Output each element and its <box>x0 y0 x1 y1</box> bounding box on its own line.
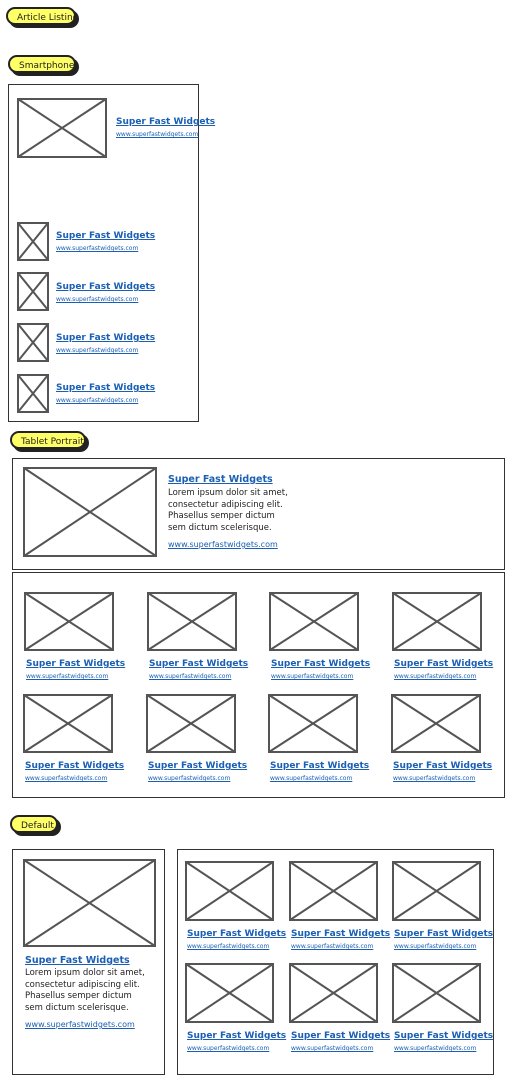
grid-image-placeholder <box>392 861 481 921</box>
grid-url-link[interactable]: www.superfastwidgets.com <box>291 1045 374 1052</box>
grid-title-link[interactable]: Super Fast Widgets <box>291 1031 391 1041</box>
grid-url-link[interactable]: www.superfastwidgets.com <box>270 775 353 782</box>
item-url-link[interactable]: www.superfastwidgets.com <box>56 245 139 252</box>
grid-image-placeholder <box>392 963 481 1023</box>
grid-url-link[interactable]: www.superfastwidgets.com <box>291 943 374 950</box>
grid-url-link[interactable]: www.superfastwidgets.com <box>394 943 477 950</box>
grid-url-link[interactable]: www.superfastwidgets.com <box>394 1045 477 1052</box>
featured-body-text: Lorem ipsum dolor sit amet, consectetur … <box>25 968 145 1013</box>
grid-title-link[interactable]: Super Fast Widgets <box>270 761 370 771</box>
grid-image-placeholder <box>185 861 274 921</box>
featured-title-link[interactable]: Super Fast Widgets <box>168 474 273 485</box>
featured-url-link[interactable]: www.superfastwidgets.com <box>116 131 199 138</box>
grid-title-link[interactable]: Super Fast Widgets <box>187 1031 287 1041</box>
featured-url-link[interactable]: www.superfastwidgets.com <box>25 1020 135 1029</box>
grid-url-link[interactable]: www.superfastwidgets.com <box>148 775 231 782</box>
item-title-link[interactable]: Super Fast Widgets <box>56 231 156 241</box>
grid-url-link[interactable]: www.superfastwidgets.com <box>187 943 270 950</box>
grid-title-link[interactable]: Super Fast Widgets <box>148 761 248 771</box>
item-url-link[interactable]: www.superfastwidgets.com <box>56 347 139 354</box>
tablet-portrait-label: Tablet Portrait <box>10 431 86 449</box>
item-url-link[interactable]: www.superfastwidgets.com <box>56 397 139 404</box>
grid-url-link[interactable]: www.superfastwidgets.com <box>271 673 354 680</box>
thumbnail-image-placeholder <box>17 272 49 311</box>
grid-title-link[interactable]: Super Fast Widgets <box>394 659 494 669</box>
grid-title-link[interactable]: Super Fast Widgets <box>394 929 494 939</box>
featured-image-placeholder <box>23 467 157 557</box>
grid-url-link[interactable]: www.superfastwidgets.com <box>26 673 109 680</box>
grid-title-link[interactable]: Super Fast Widgets <box>291 929 391 939</box>
grid-image-placeholder <box>289 963 378 1023</box>
default-label: Default <box>10 815 58 833</box>
grid-image-placeholder <box>268 694 358 753</box>
smartphone-frame <box>8 84 199 422</box>
grid-image-placeholder <box>23 694 113 753</box>
grid-url-link[interactable]: www.superfastwidgets.com <box>149 673 232 680</box>
grid-url-link[interactable]: www.superfastwidgets.com <box>393 775 476 782</box>
thumbnail-image-placeholder <box>17 222 49 261</box>
thumbnail-image-placeholder <box>17 374 49 413</box>
thumbnail-image-placeholder <box>17 323 49 362</box>
grid-url-link[interactable]: www.superfastwidgets.com <box>25 775 108 782</box>
grid-title-link[interactable]: Super Fast Widgets <box>271 659 371 669</box>
smartphone-label: Smartphone <box>8 55 76 73</box>
grid-image-placeholder <box>392 592 482 651</box>
grid-image-placeholder <box>146 694 236 753</box>
grid-image-placeholder <box>185 963 274 1023</box>
grid-title-link[interactable]: Super Fast Widgets <box>25 761 125 771</box>
grid-image-placeholder <box>24 592 114 651</box>
item-title-link[interactable]: Super Fast Widgets <box>56 282 156 292</box>
article-listing-label: Article Listing <box>6 7 78 25</box>
grid-title-link[interactable]: Super Fast Widgets <box>394 1031 494 1041</box>
featured-image-placeholder <box>23 859 156 947</box>
grid-title-link[interactable]: Super Fast Widgets <box>26 659 126 669</box>
grid-image-placeholder <box>269 592 359 651</box>
grid-url-link[interactable]: www.superfastwidgets.com <box>187 1045 270 1052</box>
item-url-link[interactable]: www.superfastwidgets.com <box>56 296 139 303</box>
grid-title-link[interactable]: Super Fast Widgets <box>187 929 287 939</box>
default-featured-frame <box>12 849 165 1075</box>
grid-url-link[interactable]: www.superfastwidgets.com <box>394 673 477 680</box>
featured-url-link[interactable]: www.superfastwidgets.com <box>168 540 278 549</box>
item-title-link[interactable]: Super Fast Widgets <box>56 383 156 393</box>
tablet-grid-frame <box>12 572 505 798</box>
featured-title-link[interactable]: Super Fast Widgets <box>116 117 216 127</box>
featured-image-placeholder <box>17 98 107 158</box>
default-grid-frame <box>177 849 494 1075</box>
grid-image-placeholder <box>147 592 237 651</box>
item-title-link[interactable]: Super Fast Widgets <box>56 333 156 343</box>
grid-title-link[interactable]: Super Fast Widgets <box>149 659 249 669</box>
featured-title-link[interactable]: Super Fast Widgets <box>25 955 130 966</box>
grid-title-link[interactable]: Super Fast Widgets <box>393 761 493 771</box>
featured-body-text: Lorem ipsum dolor sit amet, consectetur … <box>168 488 288 533</box>
grid-image-placeholder <box>391 694 481 753</box>
grid-image-placeholder <box>289 861 378 921</box>
